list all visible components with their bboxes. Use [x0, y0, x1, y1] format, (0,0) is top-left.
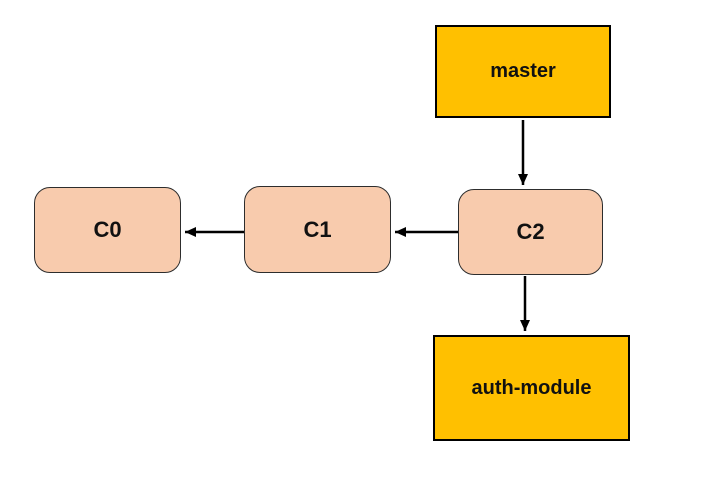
- commit-label-c2: C2: [516, 219, 545, 244]
- branch-label-auth-module: auth-module: [471, 376, 592, 399]
- commit-label-c1: C1: [303, 216, 332, 242]
- commit-box-c0: C0: [34, 187, 181, 273]
- commit-box-c2: C2: [458, 189, 603, 275]
- branch-label-master: master: [490, 60, 556, 82]
- branch-box-master: master: [435, 25, 611, 118]
- commit-label-c0: C0: [93, 217, 122, 242]
- branch-box-auth-module: auth-module: [433, 335, 630, 441]
- commit-box-c1: C1: [244, 186, 391, 273]
